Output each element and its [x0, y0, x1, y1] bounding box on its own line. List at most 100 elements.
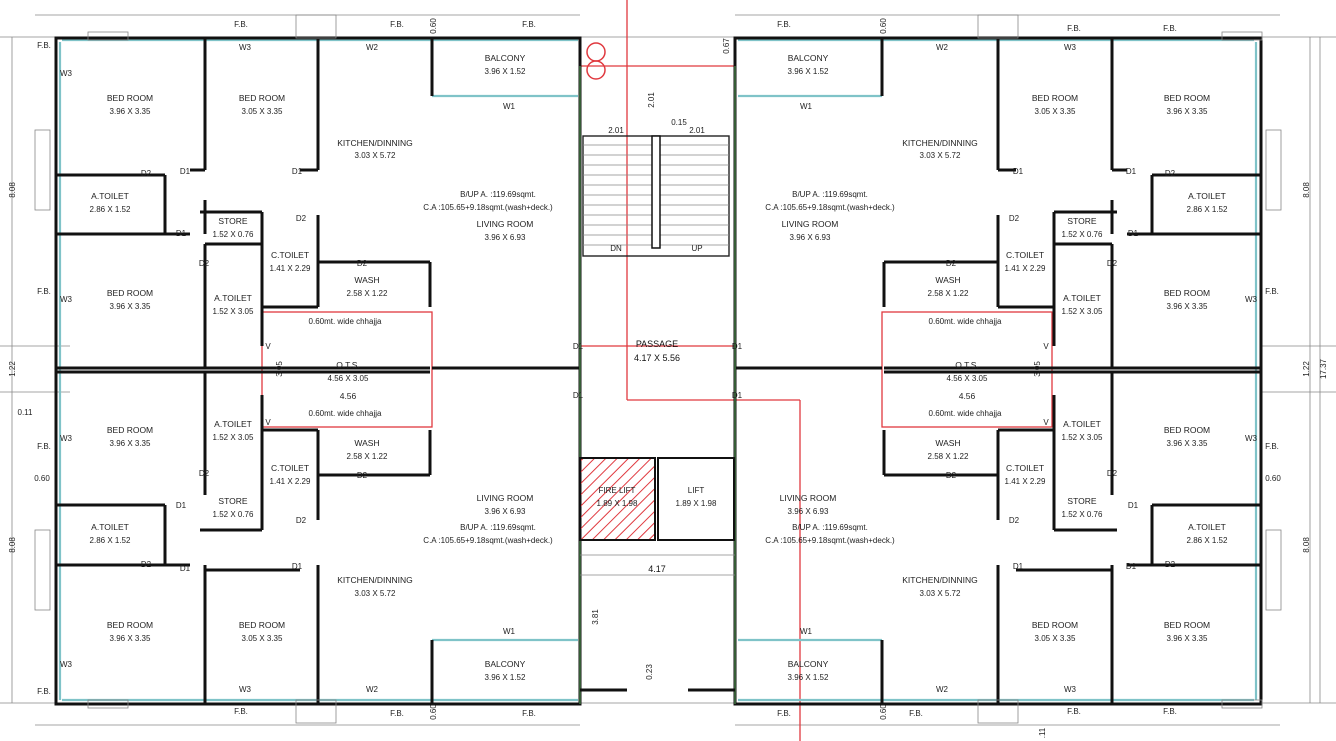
- room-dim: 3.03 X 5.72: [920, 151, 961, 160]
- room-label: O.T.S.: [955, 360, 979, 370]
- room-dim: 3.96 X 3.35: [1167, 302, 1208, 311]
- drawing-label: D1: [573, 391, 584, 400]
- room-label: BALCONY: [788, 53, 829, 63]
- room-dim: 1.52 X 0.76: [1062, 230, 1103, 239]
- drawing-label: 17.37: [1319, 358, 1328, 379]
- area-text: C.A :105.65+9.18sqmt.(wash+deck.): [765, 536, 895, 545]
- drawing-label: D1: [292, 167, 303, 176]
- dimension: 4.17: [648, 564, 666, 574]
- room-dim: 3.96 X 6.93: [790, 233, 831, 242]
- chhajja-label: 0.60mt. wide chhajja: [929, 409, 1002, 418]
- dimension-figures: 0.60 0.60 0.67 0.60 0.60 8.08 8.08 1.22 …: [8, 18, 1328, 739]
- room-label: BED ROOM: [107, 425, 153, 435]
- drawing-label: D2: [946, 259, 957, 268]
- dimension: 2.01: [689, 126, 705, 135]
- drawing-label: 4.56: [959, 391, 976, 401]
- drawing-label: D1: [180, 167, 191, 176]
- room-label: BED ROOM: [1164, 425, 1210, 435]
- drawing-label: 0.60: [429, 704, 438, 720]
- room-label: LIVING ROOM: [477, 493, 534, 503]
- left-unit-labels: BED ROOM 3.96 X 3.35 BED ROOM 3.05 X 3.3…: [90, 53, 554, 682]
- drawing-label: W1: [503, 627, 516, 636]
- room-dim: 2.86 X 1.52: [1187, 205, 1228, 214]
- drawing-label: 8.08: [1302, 182, 1311, 198]
- room-label: A.TOILET: [91, 191, 129, 201]
- room-label: WASH: [935, 275, 960, 285]
- drawing-label: F.B.: [909, 709, 923, 718]
- drawing-label: D1: [1126, 167, 1137, 176]
- fire-lift-shaft: [579, 457, 656, 541]
- drawing-label: W3: [239, 685, 252, 694]
- room-label: STORE: [1067, 496, 1096, 506]
- drawing-label: 1.22: [1302, 361, 1311, 377]
- drawing-label: F.B.: [234, 20, 248, 29]
- drawing-label: D1: [732, 342, 743, 351]
- room-label: WASH: [354, 275, 379, 285]
- right-unit-labels: BED ROOM 3.96 X 3.35 BED ROOM 3.05 X 3.3…: [765, 53, 1228, 682]
- room-label: A.TOILET: [91, 522, 129, 532]
- drawing-label: D1: [1013, 562, 1024, 571]
- area-text: C.A :105.65+9.18sqmt.(wash+deck.): [423, 203, 553, 212]
- dimension-grid: [0, 14, 1336, 726]
- drawing-label: D2: [199, 259, 210, 268]
- room-label: BED ROOM: [107, 620, 153, 630]
- room-dim: 3.96 X 1.52: [485, 673, 526, 682]
- room-label: FIRE LIFT: [599, 486, 636, 495]
- room-dim: 3.96 X 3.35: [1167, 107, 1208, 116]
- room-label: BED ROOM: [1164, 620, 1210, 630]
- drawing-label: D2: [357, 471, 368, 480]
- stair-up: UP: [691, 244, 702, 253]
- room-label: STORE: [218, 496, 247, 506]
- area-text: B/UP A. :119.69sqmt.: [792, 523, 868, 532]
- drawing-label: W3: [60, 660, 73, 669]
- drawing-label: D1: [1013, 167, 1024, 176]
- room-label: BED ROOM: [1164, 93, 1210, 103]
- drawing-label: W3: [60, 69, 73, 78]
- drawing-label: F.B.: [390, 20, 404, 29]
- drawing-label: F.B.: [37, 687, 51, 696]
- room-dim: 3.05 X 3.35: [242, 107, 283, 116]
- room-dim: 4.56 X 3.05: [947, 374, 988, 383]
- drawing-label: W1: [800, 627, 813, 636]
- area-text: B/UP A. :119.69sqmt.: [460, 190, 536, 199]
- drawing-label: F.B.: [234, 707, 248, 716]
- room-dim: 1.89 X 1.98: [676, 499, 717, 508]
- chhajja-label: 0.60mt. wide chhajja: [929, 317, 1002, 326]
- room-label: KITCHEN/DINNING: [337, 138, 413, 148]
- room-label: A.TOILET: [1063, 419, 1101, 429]
- room-label: STORE: [218, 216, 247, 226]
- room-label: BED ROOM: [107, 93, 153, 103]
- drawing-label: 4.56: [340, 391, 357, 401]
- lift-shaft: [657, 457, 735, 541]
- room-label: BED ROOM: [1032, 93, 1078, 103]
- room-label: WASH: [354, 438, 379, 448]
- drawing-label: .11: [1038, 727, 1047, 738]
- drawing-label: 1.22: [8, 361, 17, 377]
- drawing-label: 8.08: [1302, 537, 1311, 553]
- drawing-label: F.B.: [777, 20, 791, 29]
- room-dim: 3.96 X 1.52: [788, 673, 829, 682]
- drawing-label: D1: [1126, 562, 1137, 571]
- room-dim: 2.86 X 1.52: [90, 205, 131, 214]
- drawing-label: F.B.: [37, 442, 51, 451]
- drawing-label: 0.60: [429, 18, 438, 34]
- room-dim: 3.96 X 3.35: [110, 439, 151, 448]
- room-dim: 1.52 X 3.05: [1062, 307, 1103, 316]
- drawing-label: W3: [1064, 43, 1077, 52]
- core-labels: PASSAGE 4.17 X 5.56 FIRE LIFT 1.89 X 1.9…: [591, 92, 717, 680]
- drawing-label: D1: [1128, 229, 1139, 238]
- drawing-label: F.B.: [777, 709, 791, 718]
- drawing-label: W1: [503, 102, 516, 111]
- drawing-label: F.B.: [37, 41, 51, 50]
- drawing-label: D1: [573, 342, 584, 351]
- room-label: LIVING ROOM: [477, 219, 534, 229]
- drawing-label: V: [265, 342, 271, 351]
- room-label: KITCHEN/DINNING: [902, 575, 978, 585]
- drawing-label: W3: [239, 43, 252, 52]
- drawing-label: 3.05: [1033, 361, 1042, 377]
- drawing-label: D2: [1009, 214, 1020, 223]
- core: [579, 42, 736, 704]
- room-dim: 3.96 X 6.93: [485, 233, 526, 242]
- chhajja-label: 0.60mt. wide chhajja: [309, 409, 382, 418]
- room-dim: 1.41 X 2.29: [270, 477, 311, 486]
